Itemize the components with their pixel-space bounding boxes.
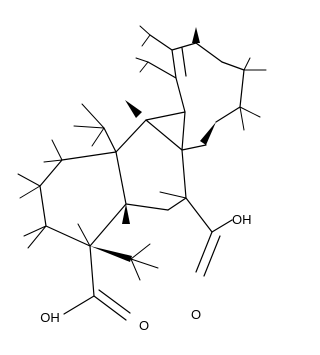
bond: [135, 57, 149, 63]
bond: [239, 106, 261, 118]
bond: [185, 197, 213, 233]
core-rings: [73, 100, 207, 224]
bond: [43, 159, 63, 163]
wedge-bond-h: [125, 100, 142, 118]
bond: [98, 289, 131, 314]
bond: [27, 225, 47, 249]
bond: [39, 159, 63, 187]
hydroxyl-label-left: OH: [40, 310, 60, 325]
bond: [145, 119, 183, 151]
bond: [130, 258, 141, 281]
bond: [139, 25, 151, 36]
bridge-region: [135, 25, 267, 145]
bond: [167, 197, 187, 211]
bond: [145, 111, 186, 121]
bond: [19, 185, 41, 199]
bond: [63, 295, 95, 315]
bond: [77, 223, 91, 247]
bond: [139, 61, 149, 73]
bond: [17, 173, 41, 187]
bond: [171, 42, 197, 51]
bond: [159, 191, 187, 199]
bond: [89, 245, 95, 297]
bond: [181, 47, 187, 77]
bond: [93, 295, 127, 321]
bond: [239, 69, 245, 108]
bond: [73, 125, 105, 129]
bond: [125, 203, 169, 211]
bond: [195, 42, 223, 63]
bond: [239, 106, 245, 131]
bond: [149, 34, 173, 51]
bond: [215, 106, 241, 123]
bond: [45, 225, 91, 247]
hydroxyl-label-right: OH: [232, 212, 252, 227]
bond: [243, 57, 251, 71]
bond: [61, 151, 117, 161]
bond: [103, 127, 117, 153]
molecule-canvas: O OH O OH: [17, 25, 267, 333]
bond: [115, 151, 127, 205]
bond: [221, 61, 245, 71]
carboxyl-right: [185, 197, 233, 277]
bond: [39, 185, 47, 227]
bond: [181, 111, 186, 151]
ring-a: [17, 139, 159, 281]
bond: [130, 258, 159, 269]
bond: [181, 149, 187, 199]
bond: [147, 61, 177, 79]
bond: [203, 235, 221, 277]
wedge-bond-top-h: [192, 27, 200, 43]
oxygen-label-left: O: [139, 318, 149, 333]
structure-diagram: O OH O OH: [17, 25, 267, 333]
bond: [141, 34, 151, 47]
bond: [23, 225, 47, 237]
wedge-bond-methyl: [90, 246, 132, 262]
bond: [89, 203, 127, 247]
wedge-bond: [200, 122, 216, 145]
wedge-bond-h5: [122, 204, 130, 224]
bond: [181, 144, 207, 151]
bond: [171, 49, 177, 79]
bond: [175, 77, 186, 113]
bond: [130, 243, 151, 260]
bond: [115, 119, 147, 153]
bond: [81, 103, 105, 129]
oxygen-label-right: O: [191, 307, 201, 322]
bond: [51, 139, 63, 161]
bond: [91, 127, 105, 147]
carboxyl-left: [63, 245, 131, 321]
bond: [195, 231, 213, 273]
bond: [211, 219, 233, 233]
